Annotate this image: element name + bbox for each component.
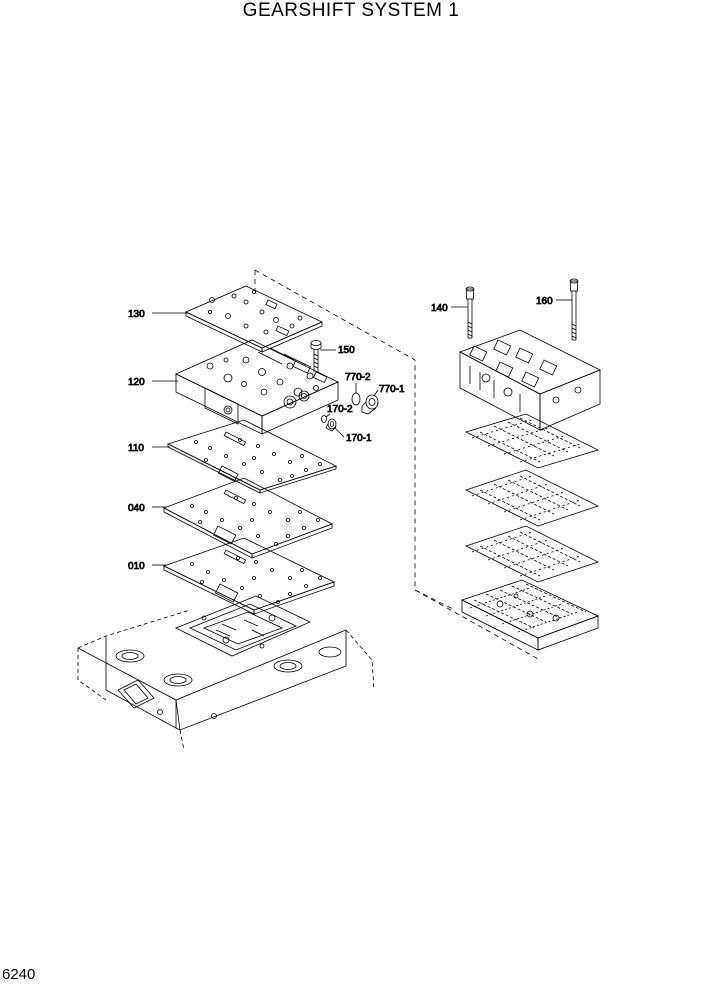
callout-160: 160 xyxy=(536,296,572,307)
assembled-plate-2 xyxy=(464,469,600,527)
callout-120-label: 120 xyxy=(128,377,145,388)
callout-040: 040 xyxy=(128,503,166,514)
part-140-bolt xyxy=(465,286,475,339)
callout-770-1: 770-1 xyxy=(373,384,405,397)
part-160-bolt xyxy=(569,278,579,341)
part-010-plate xyxy=(162,537,336,615)
callout-140-label: 140 xyxy=(431,303,448,314)
part-150-screw xyxy=(310,340,322,372)
callout-110: 110 xyxy=(128,443,170,454)
callout-170-1-label: 170-1 xyxy=(346,433,372,444)
assembled-valve-block xyxy=(459,329,601,431)
part-170-2-seal xyxy=(321,415,327,423)
callout-130: 130 xyxy=(128,309,188,320)
callout-150-label: 150 xyxy=(338,345,355,356)
callout-170-2: 170-2 xyxy=(325,404,353,418)
callout-150: 150 xyxy=(320,345,356,356)
part-040-plate xyxy=(163,477,333,559)
callout-770-2-label: 770-2 xyxy=(345,372,371,383)
part-770-2-o-ring xyxy=(351,392,361,406)
callout-160-label: 160 xyxy=(536,296,553,307)
callout-120: 120 xyxy=(128,377,178,388)
callout-170-2-label: 170-2 xyxy=(327,404,353,415)
part-770-1-plug xyxy=(361,394,379,415)
callout-010: 010 xyxy=(128,561,166,572)
part-170-1-plug xyxy=(325,418,337,432)
assembled-plate-1 xyxy=(464,413,600,469)
callout-170-1: 170-1 xyxy=(334,427,372,444)
callout-770-2: 770-2 xyxy=(345,372,371,393)
callout-110-label: 110 xyxy=(128,443,144,454)
page-title: GEARSHIFT SYSTEM 1 xyxy=(242,0,460,21)
callout-010-label: 010 xyxy=(128,561,145,572)
callout-130-label: 130 xyxy=(128,309,145,320)
part-130-top-plate xyxy=(185,285,323,353)
assembly-boundary-dashed xyxy=(254,269,541,661)
callout-770-1-label: 770-1 xyxy=(379,384,405,395)
assembled-plate-3 xyxy=(464,525,600,583)
part-120-valve-body xyxy=(175,339,339,435)
callout-140: 140 xyxy=(431,303,468,314)
assembled-housing-section xyxy=(460,579,600,651)
transmission-housing xyxy=(77,595,375,751)
part-110-plate xyxy=(166,419,338,494)
page-number: 6240 xyxy=(2,966,36,983)
callout-040-label: 040 xyxy=(128,503,145,514)
